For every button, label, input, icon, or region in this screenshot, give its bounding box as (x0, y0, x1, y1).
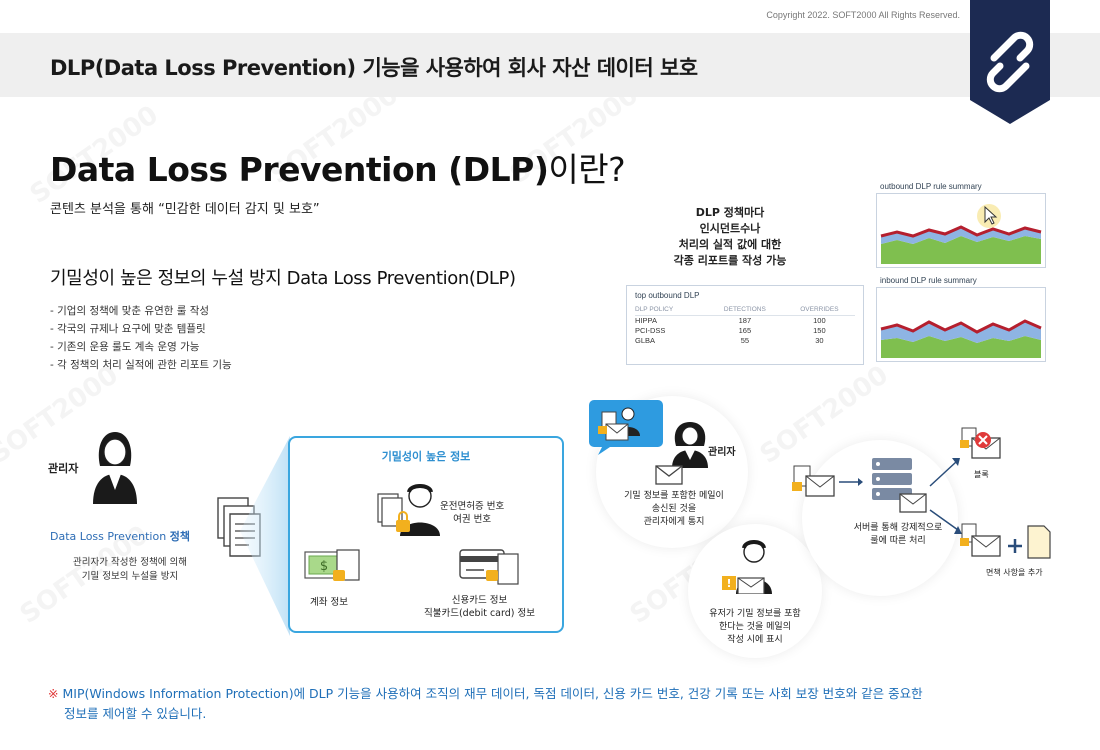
feature-list: - 기업의 정책에 맞춘 유연한 룰 작성 - 각국의 규제나 요구에 맞춘 템… (50, 302, 232, 374)
user-notice-line: 한다는 것을 메일의 (719, 622, 791, 632)
dlp-policy-title: Data Loss Prevention 정책 (50, 528, 190, 544)
table-header: DLP POLICY (635, 306, 706, 316)
admin-notice-line: 송신된 것을 (651, 504, 697, 514)
table-row: GLBA 55 30 (635, 336, 855, 346)
user-notice-line: 작성 시에 표시 (727, 635, 783, 645)
table-row: HIPPA 187 100 (635, 316, 855, 327)
table-cell: 165 (738, 326, 752, 335)
outbound-area-chart-icon (880, 204, 1042, 264)
license-line: 여권 번호 (453, 514, 492, 525)
reference-mark-icon: ※ (48, 686, 59, 701)
policy-table: DLP POLICY DETECTIONS OVERRIDES HIPPA 18… (635, 306, 855, 346)
table-header: DETECTIONS (705, 306, 784, 316)
blocked-mail-icon (960, 427, 1001, 459)
callout-wedge-icon (240, 436, 290, 636)
server-text-line: 룰에 따른 처리 (870, 536, 926, 546)
id-person-icon (377, 484, 440, 536)
card-line: 직불카드(debit card) 정보 (424, 608, 535, 619)
report-note-line: DLP 정책마다 (695, 206, 765, 219)
svg-text:!: ! (726, 577, 731, 590)
page-title: DLP(Data Loss Prevention) 기능을 사용하여 회사 자산… (50, 56, 698, 80)
card-line: 신용카드 정보 (451, 595, 508, 606)
admin-notice-text: 기밀 정보를 포함한 메일이 송신된 것을 관리자에게 통지 (612, 490, 736, 529)
table-cell: 55 (740, 336, 750, 345)
arrow-right-icon (839, 478, 863, 486)
user-notice-line: 유저가 기밀 정보를 포함 (709, 609, 801, 619)
policy-desc-line: 기밀 정보의 누설을 방지 (81, 571, 179, 582)
list-item: - 각 정책의 처리 실적에 관한 리포트 기능 (50, 359, 232, 371)
dlp-policy-name: Data Loss Prevention (50, 530, 167, 543)
table-title: top outbound DLP (635, 291, 700, 300)
list-item: - 기존의 운용 룰도 계속 운영 가능 (50, 341, 200, 353)
account-label: 계좌 정보 (310, 597, 348, 608)
footnote: ※ MIP(Windows Information Protection)에 D… (48, 684, 1058, 724)
card-label: 신용카드 정보 직불카드(debit card) 정보 (424, 594, 535, 620)
license-label: 운전면허증 번호 여권 번호 (440, 500, 504, 526)
flow-admin-label: 관리자 (708, 447, 736, 458)
outbound-chart-title: outbound DLP rule summary (880, 182, 982, 191)
table-row: PCI-DSS 165 150 (635, 326, 855, 336)
server-text: 서버를 통해 강제적으로 룰에 따른 처리 (838, 522, 958, 548)
money-document-icon: $ (304, 549, 360, 581)
table-cell: HIPPA (635, 316, 657, 325)
report-note: DLP 정책마다 인시던트수나 처리의 실적 값에 대한 각종 리포트를 작성 … (650, 205, 810, 269)
report-note-line: 각종 리포트를 작성 가능 (673, 254, 787, 267)
top-outbound-table: top outbound DLP DLP POLICY DETECTIONS O… (626, 285, 864, 365)
admin-woman-icon (93, 432, 137, 504)
mail-icon (655, 465, 683, 485)
notification-bubble-icon (589, 400, 663, 455)
table-cell: GLBA (635, 336, 656, 345)
user-notice-text: 유저가 기밀 정보를 포함 한다는 것을 메일의 작성 시에 표시 (700, 608, 810, 647)
section-title: 기밀성이 높은 정보의 누설 방지 Data Loss Prevention(D… (50, 268, 516, 289)
hero-title-suffix: 이란? (548, 150, 626, 189)
dlp-policy-suffix: 정책 (169, 530, 190, 543)
footnote-line-1: MIP(Windows Information Protection)에 DLP… (62, 686, 923, 701)
sent-mail-icon (792, 465, 835, 497)
confidential-info-box: 기밀성이 높은 정보 (288, 436, 564, 633)
server-text-line: 서버를 통해 강제적으로 (853, 523, 943, 533)
brand-logo-icon (970, 0, 1050, 124)
svg-text:$: $ (320, 559, 328, 574)
outbound-chart (876, 193, 1046, 268)
copyright-text: Copyright 2022. SOFT2000 All Rights Rese… (766, 10, 960, 20)
header-bar: DLP(Data Loss Prevention) 기능을 사용하여 회사 자산… (0, 33, 1100, 97)
admin-notice-line: 관리자에게 통지 (643, 517, 705, 527)
table-cell: 30 (815, 336, 824, 345)
inbound-area-chart-icon (880, 319, 1042, 358)
admin-label: 관리자 (48, 462, 79, 475)
footnote-line-2: 정보를 제어할 수 있습니다. (64, 706, 207, 721)
exemption-mail-icon (960, 523, 1051, 559)
admin-notice-line: 기밀 정보를 포함한 메일이 (624, 491, 724, 501)
report-note-line: 처리의 실적 값에 대한 (678, 238, 782, 251)
info-box-title: 기밀성이 높은 정보 (381, 450, 471, 463)
table-cell: 187 (738, 316, 752, 325)
credit-card-icon (459, 549, 519, 585)
inbound-chart-title: inbound DLP rule summary (880, 276, 977, 285)
list-item: - 기업의 정책에 맞춘 유연한 룰 작성 (50, 305, 210, 317)
block-label: 블록 (974, 470, 989, 479)
list-item: - 각국의 규제나 요구에 맞춘 템플릿 (50, 323, 206, 335)
exemption-label: 면책 사항을 추가 (986, 568, 1043, 577)
user-mail-icon: ! (722, 540, 772, 594)
policy-desc-line: 관리자가 작성한 정책에 의해 (73, 557, 187, 568)
arrow-up-right-icon (929, 458, 960, 487)
table-cell: 100 (813, 316, 826, 325)
arrow-down-right-icon (929, 509, 962, 534)
report-note-line: 인시던트수나 (699, 222, 761, 235)
table-cell: 150 (813, 326, 826, 335)
subtitle: 콘텐츠 분석을 통해 “민감한 데이터 감지 및 보호” (50, 202, 320, 217)
hero-title: Data Loss Prevention (DLP)이란? (50, 143, 626, 191)
license-line: 운전면허증 번호 (440, 501, 505, 512)
table-cell: PCI-DSS (635, 326, 666, 335)
policy-description: 관리자가 작성한 정책에 의해 기밀 정보의 누설을 방지 (50, 556, 210, 584)
hero-title-main: Data Loss Prevention (DLP) (50, 150, 549, 189)
table-header: OVERRIDES (783, 306, 855, 316)
inbound-chart (876, 287, 1046, 362)
server-icon (872, 458, 927, 513)
admin-woman-small-icon (672, 422, 708, 468)
